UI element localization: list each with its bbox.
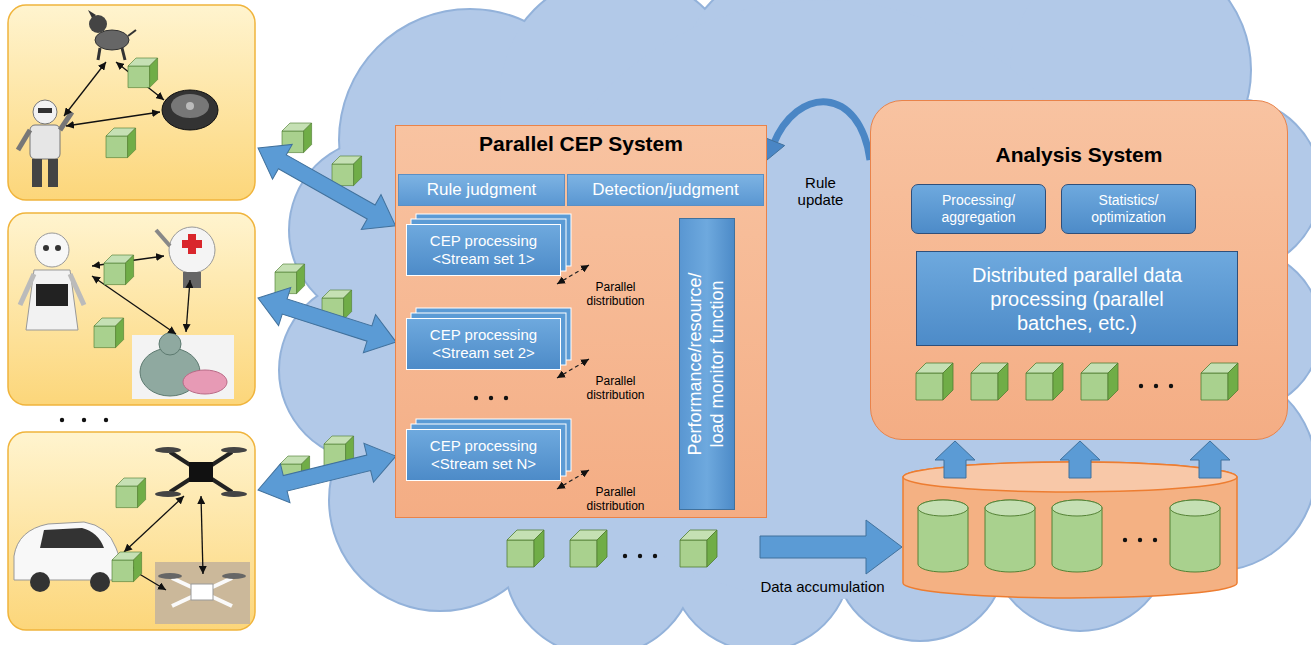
curved-arrow xyxy=(764,102,870,160)
robot-dog xyxy=(88,10,136,60)
system-panel: Parallel CEP SystemRule judgment Detectio… xyxy=(395,125,767,518)
box-text: Processing/ aggregation xyxy=(923,192,1035,226)
box-text: Detection/judgment xyxy=(592,180,738,200)
edge-label: Rule update xyxy=(790,174,852,209)
care-robot xyxy=(132,333,234,399)
block-arrows xyxy=(760,441,1230,574)
box-text: CEP processing <Stream set N> xyxy=(413,437,555,473)
self-driving-car xyxy=(14,522,122,592)
note-label: Data accumulation xyxy=(745,578,900,595)
box-text: CEP processing <Stream set 2> xyxy=(413,326,555,362)
note-label: Parallel distribution xyxy=(578,281,653,309)
process-box: CEP processing <Stream set 1> xyxy=(406,224,561,276)
ellipsis-dots xyxy=(623,554,657,558)
device-group xyxy=(8,5,255,200)
ellipsis-dots xyxy=(60,418,108,422)
monitor-bar: Performance/resource/ load monitor funct… xyxy=(679,218,735,510)
robot-vacuum xyxy=(162,90,218,130)
block-arrows xyxy=(248,131,405,510)
box-text: Rule judgment xyxy=(427,180,537,200)
humanoid-robot xyxy=(18,100,72,187)
drone xyxy=(155,447,247,497)
note-label: Parallel distribution xyxy=(578,486,653,514)
panel-title: Parallel CEP System xyxy=(396,132,766,156)
process-box: CEP processing <Stream set 2> xyxy=(406,318,561,370)
device-group xyxy=(8,213,255,405)
function-bar: Rule judgment xyxy=(398,174,565,206)
process-box: Statistics/ optimization xyxy=(1061,184,1196,234)
system-panel: Analysis SystemProcessing/ aggregation St… xyxy=(870,100,1288,440)
device-group xyxy=(8,432,255,630)
note-label: Parallel distribution xyxy=(578,375,653,403)
process-box: Processing/ aggregation xyxy=(911,184,1046,234)
box-text: Statistics/ optimization xyxy=(1073,192,1185,226)
arrow-head xyxy=(764,137,784,160)
panel-title: Analysis System xyxy=(871,143,1287,167)
box-text: Distributed parallel data processing (pa… xyxy=(952,263,1202,335)
process-box: CEP processing <Stream set N> xyxy=(406,429,561,481)
connector-line xyxy=(773,102,870,160)
service-robot xyxy=(156,227,215,288)
cloud xyxy=(280,0,1311,645)
box-text: CEP processing <Stream set 1> xyxy=(413,232,555,268)
function-bar: Detection/judgment xyxy=(567,174,764,206)
pepper-robot xyxy=(20,233,84,330)
process-box: Distributed parallel data processing (pa… xyxy=(916,251,1238,346)
box-text: Performance/resource/ load monitor funct… xyxy=(685,259,728,469)
database xyxy=(903,462,1237,598)
